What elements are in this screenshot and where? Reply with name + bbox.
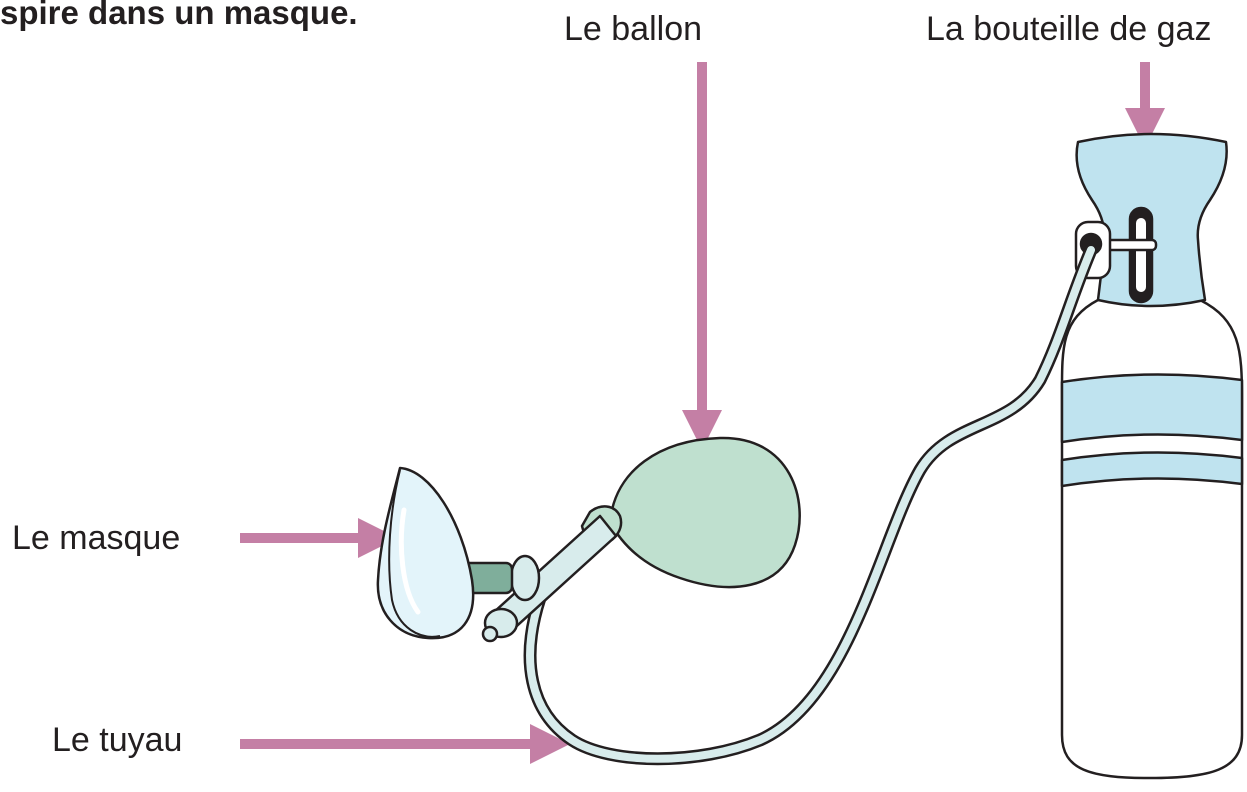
valve-slot-inner	[1136, 218, 1146, 292]
cylinder-band-1	[1062, 374, 1242, 442]
valve-ring	[511, 556, 539, 600]
label-tuyau: Le tuyau	[52, 723, 182, 757]
label-ballon: Le ballon	[564, 12, 702, 46]
valve-nozzle	[483, 627, 497, 641]
bag-body	[610, 438, 800, 587]
label-masque: Le masque	[12, 521, 180, 555]
page-title: spire dans un masque.	[0, 0, 358, 29]
mask-shell	[378, 468, 473, 638]
gas-cylinder	[1062, 134, 1242, 778]
label-bouteille: La bouteille de gaz	[926, 12, 1211, 46]
bag	[582, 438, 800, 587]
cylinder-body	[1062, 300, 1242, 778]
mask	[378, 468, 473, 638]
